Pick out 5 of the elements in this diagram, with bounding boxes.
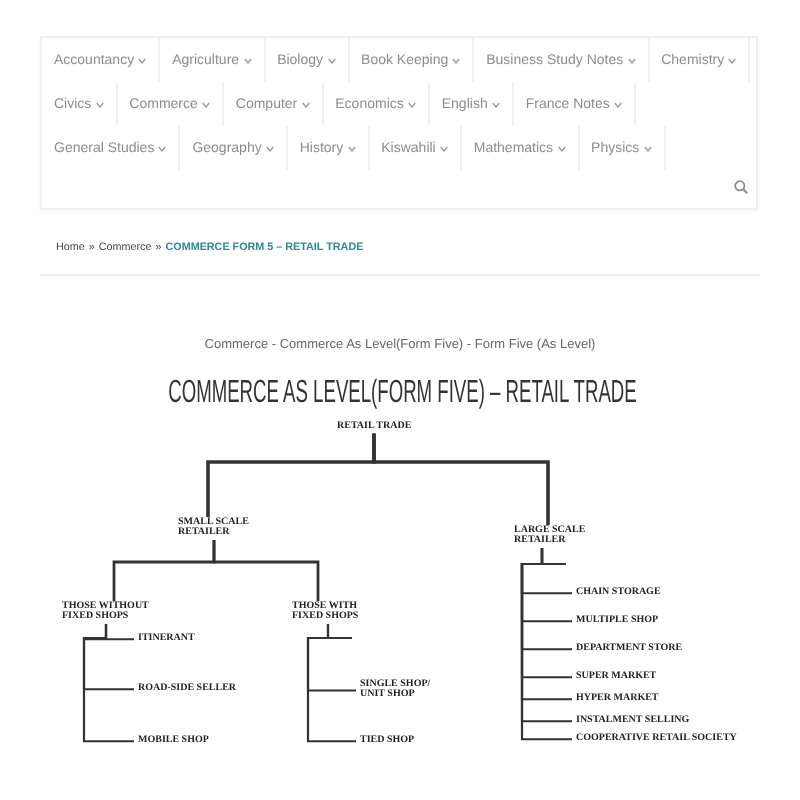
- connector-line: [82, 624, 134, 743]
- page-title: COMMERCE AS LEVEL(FORM FIVE) – RETAIL TRADE: [168, 376, 637, 412]
- connector-line: [372, 433, 550, 525]
- connector-line: [212, 540, 320, 601]
- connector-line: [306, 624, 356, 743]
